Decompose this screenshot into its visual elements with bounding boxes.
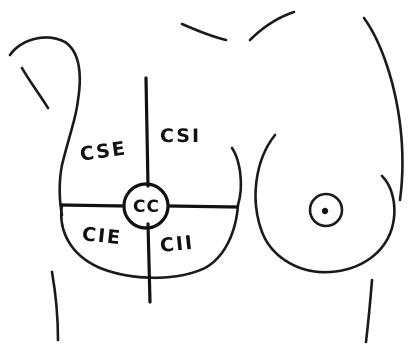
- label-lower-outer-quadrant: CIE: [81, 223, 123, 249]
- label-upper-outer-quadrant: CSE: [79, 137, 129, 165]
- right-lower-torso-line: [366, 280, 372, 342]
- label-lower-inner-quadrant: CII: [159, 232, 195, 257]
- left-clavicle-line: [182, 24, 226, 40]
- left-arm-line: [22, 68, 48, 108]
- right-nipple-dot: [322, 208, 328, 214]
- left-lower-torso-line: [52, 272, 58, 340]
- right-breast-outline: [256, 135, 395, 272]
- left-breast-upper-contour: [232, 148, 241, 205]
- left-shoulder-outline: [10, 38, 80, 215]
- label-upper-inner-quadrant: CSI: [160, 125, 201, 147]
- label-central-region: CC: [133, 197, 160, 217]
- right-torso-side-line: [364, 18, 402, 200]
- vertical-axis-line: [146, 78, 150, 302]
- right-clavicle-line: [250, 12, 294, 40]
